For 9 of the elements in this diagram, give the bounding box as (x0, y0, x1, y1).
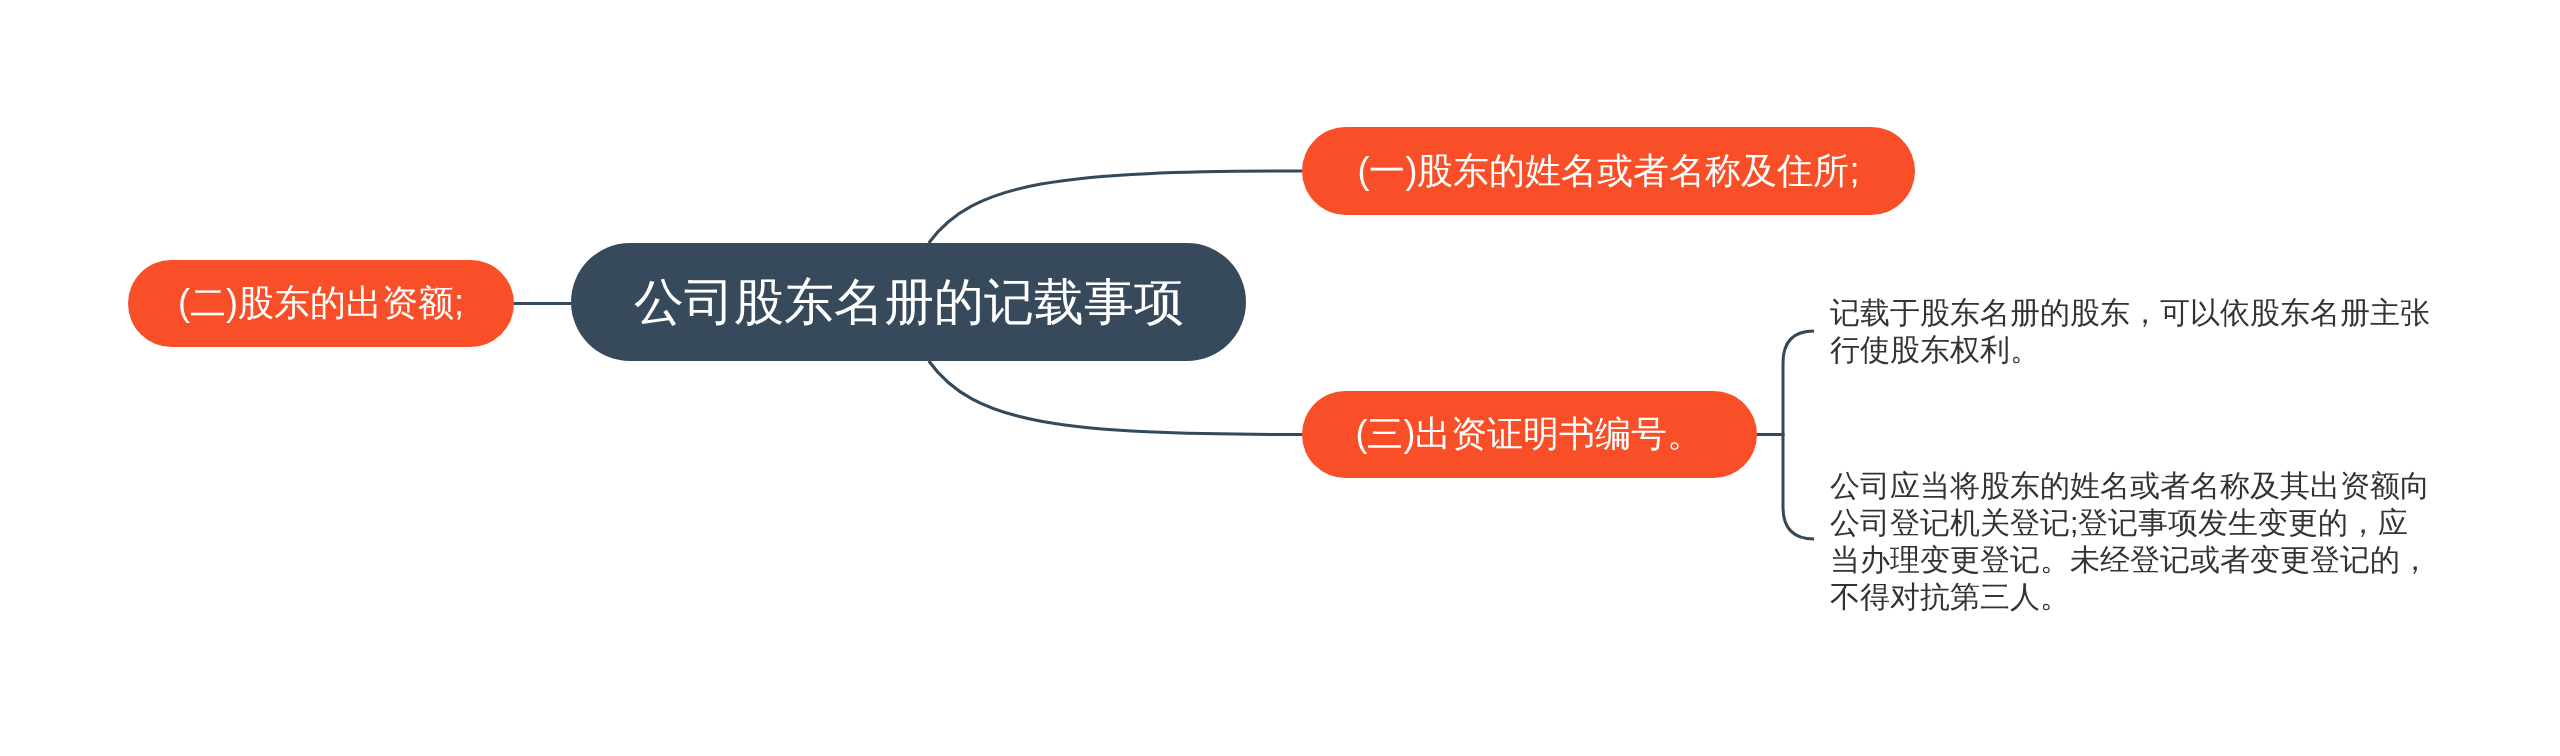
branch-line (514, 302, 571, 305)
branch-line (927, 169, 1302, 244)
note-text: 公司应当将股东的姓名或者名称及其出资额向公司登记机关登记;登记事项发生变更的，应当办理变更登记。未经登记或者变更登记的，不得对抗第三人。 (1816, 467, 2434, 615)
topic-box: (一)股东的姓名或者名称及住所; (1302, 127, 1915, 215)
topic-box: (二)股东的出资额; (128, 260, 514, 347)
branch-line (927, 360, 1302, 436)
note-text: 记载于股东名册的股东，可以依股东名册主张行使股东权利。 (1816, 294, 2434, 368)
central-topic-box: 公司股东名册的记载事项 (571, 243, 1246, 361)
topic-box: (三)出资证明书编号。 (1302, 391, 1757, 478)
